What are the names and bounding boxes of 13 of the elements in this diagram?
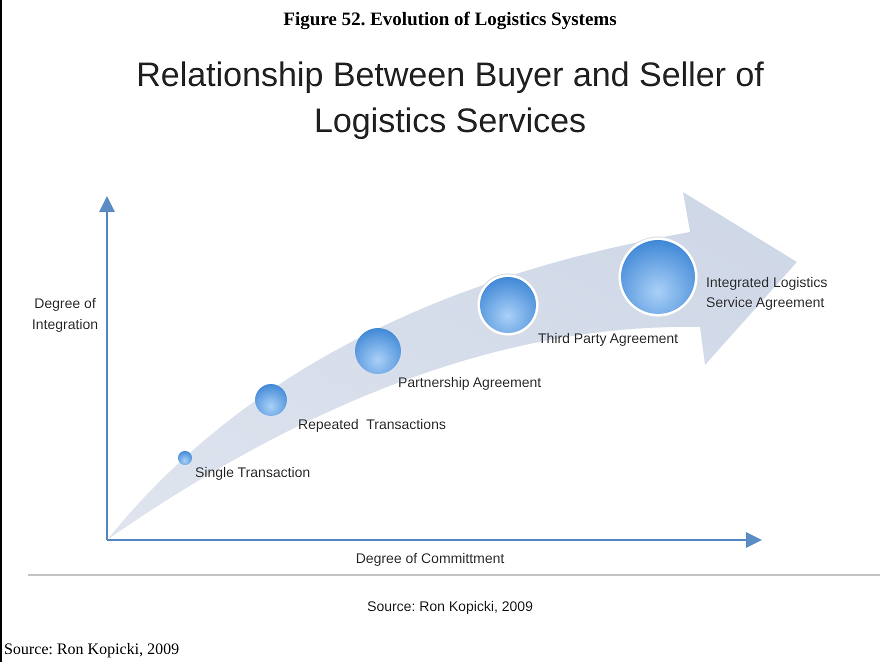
source-note: Source: Ron Kopicki, 2009 xyxy=(366,597,534,616)
chart-heading: Relationship Between Buyer and Seller of Logistics Services xyxy=(135,55,765,142)
stage-circle xyxy=(476,273,540,337)
stage-label: Single Transaction xyxy=(195,463,312,482)
figure-title: Figure 52. Evolution of Logistics Systems xyxy=(282,8,618,32)
stage-circle xyxy=(617,236,699,318)
stage-label: Integrated Logistics Service Agreement xyxy=(706,273,828,312)
stage-label: Third Party Agreement xyxy=(538,329,680,348)
axis-label: Degree of Committment xyxy=(354,549,506,568)
stage-label: Partnership Agreement xyxy=(398,373,542,392)
caption: Source: Ron Kopicki, 2009 xyxy=(4,640,180,660)
stage-label: Repeated Transactions xyxy=(298,415,447,434)
axis-label: Degree of Integration xyxy=(30,294,100,334)
